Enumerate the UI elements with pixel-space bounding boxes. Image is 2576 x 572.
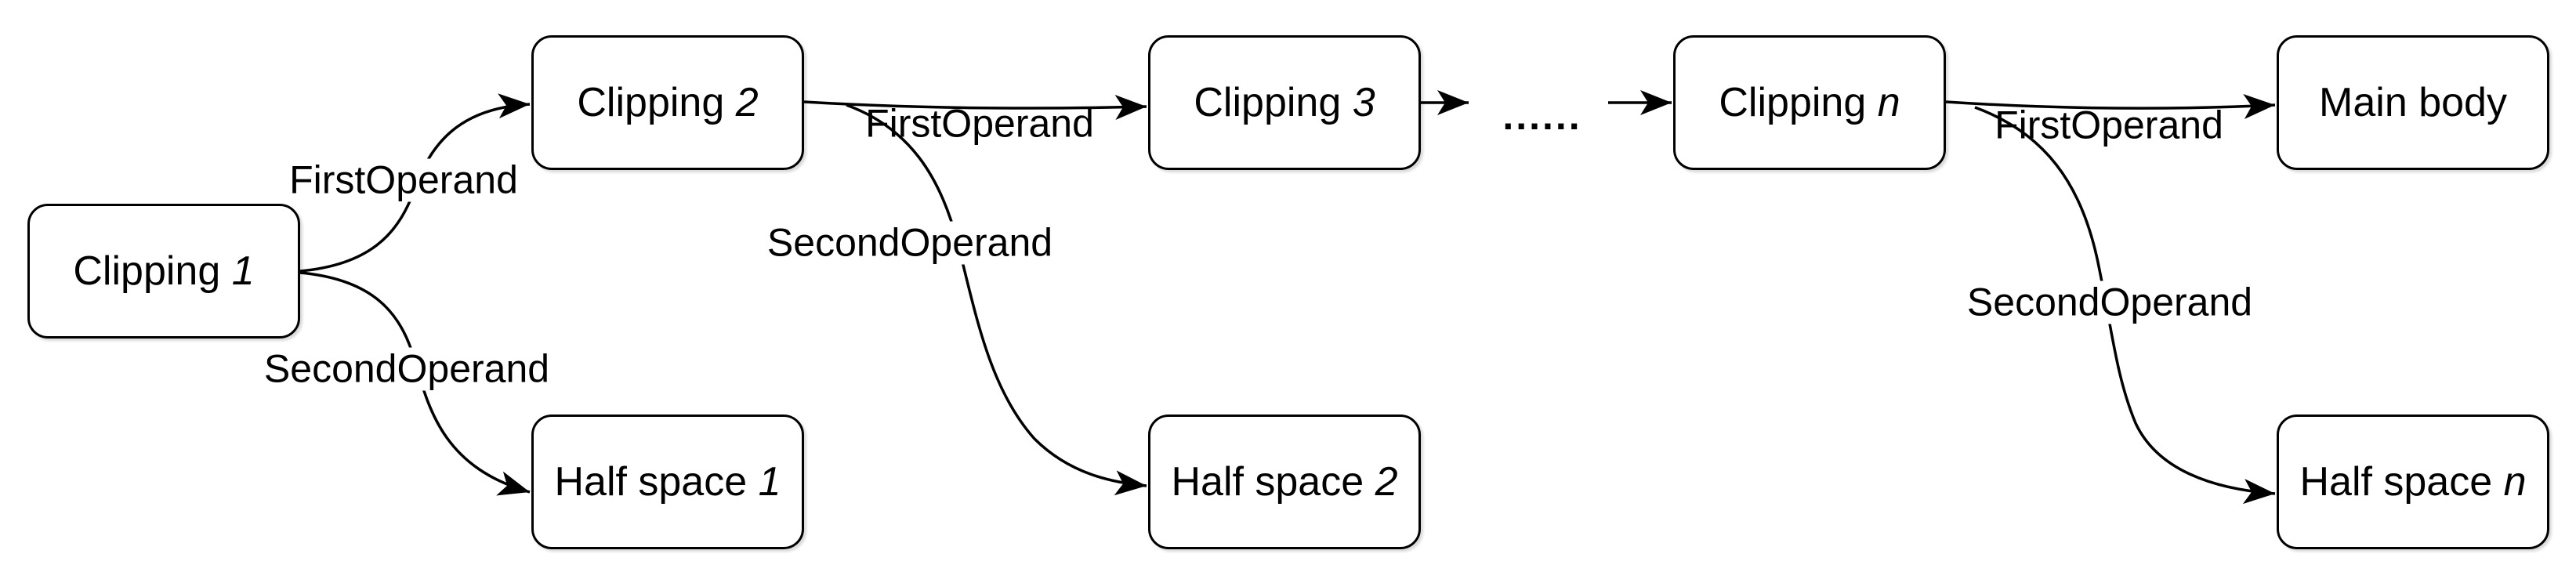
node-label: Clipping bbox=[1194, 80, 1353, 125]
edge-clippingn-to-halfspacen bbox=[1974, 106, 2276, 505]
node-label: Clipping bbox=[577, 80, 736, 125]
node-label-italic-suffix: 3 bbox=[1352, 80, 1375, 125]
node-half-space-1: Half space 1 bbox=[531, 415, 804, 549]
node-main-body: Main body bbox=[2277, 35, 2549, 170]
node-label: Half space bbox=[2299, 459, 2504, 505]
edge-label-clipping2-to-clipping3: FirstOperand bbox=[865, 101, 1094, 146]
node-half-space-2: Half space 2 bbox=[1148, 415, 1421, 549]
node-label: Main body bbox=[2319, 80, 2507, 125]
edge-label-clippingn-to-mainbody: FirstOperand bbox=[1994, 103, 2223, 147]
edge-label-clipping2-to-halfspace2: SecondOperand bbox=[763, 221, 1057, 265]
node-clipping-1: Clipping 1 bbox=[27, 204, 300, 338]
edge-label-clipping1-to-halfspace1: SecondOperand bbox=[259, 347, 554, 391]
node-label-italic-suffix: 2 bbox=[1375, 459, 1398, 505]
node-half-space-n: Half space n bbox=[2277, 415, 2549, 549]
edge-clippingn-to-mainbody bbox=[1945, 93, 2276, 119]
node-clipping-2: Clipping 2 bbox=[531, 35, 804, 170]
edge-clipping2-to-halfspace2 bbox=[846, 103, 1147, 496]
node-clipping-n: Clipping n bbox=[1673, 35, 1946, 170]
edge-label-clippingn-to-halfspacen: SecondOperand bbox=[1962, 281, 2257, 324]
node-label: Half space bbox=[1171, 459, 1375, 505]
node-label-italic-suffix: n bbox=[1877, 80, 1900, 125]
edge-label-clipping1-to-clipping2: FirstOperand bbox=[285, 158, 522, 202]
node-label-italic-suffix: n bbox=[2503, 459, 2527, 505]
node-label-italic-suffix: 2 bbox=[735, 80, 759, 125]
node-label-italic-suffix: 1 bbox=[231, 248, 255, 294]
node-label: Clipping bbox=[1719, 80, 1878, 125]
node-label: Half space bbox=[554, 459, 759, 505]
ellipsis-dots: ...... bbox=[1502, 94, 1582, 138]
node-label-italic-suffix: 1 bbox=[758, 459, 781, 505]
node-clipping-3: Clipping 3 bbox=[1148, 35, 1421, 170]
node-label: Clipping bbox=[73, 248, 232, 294]
